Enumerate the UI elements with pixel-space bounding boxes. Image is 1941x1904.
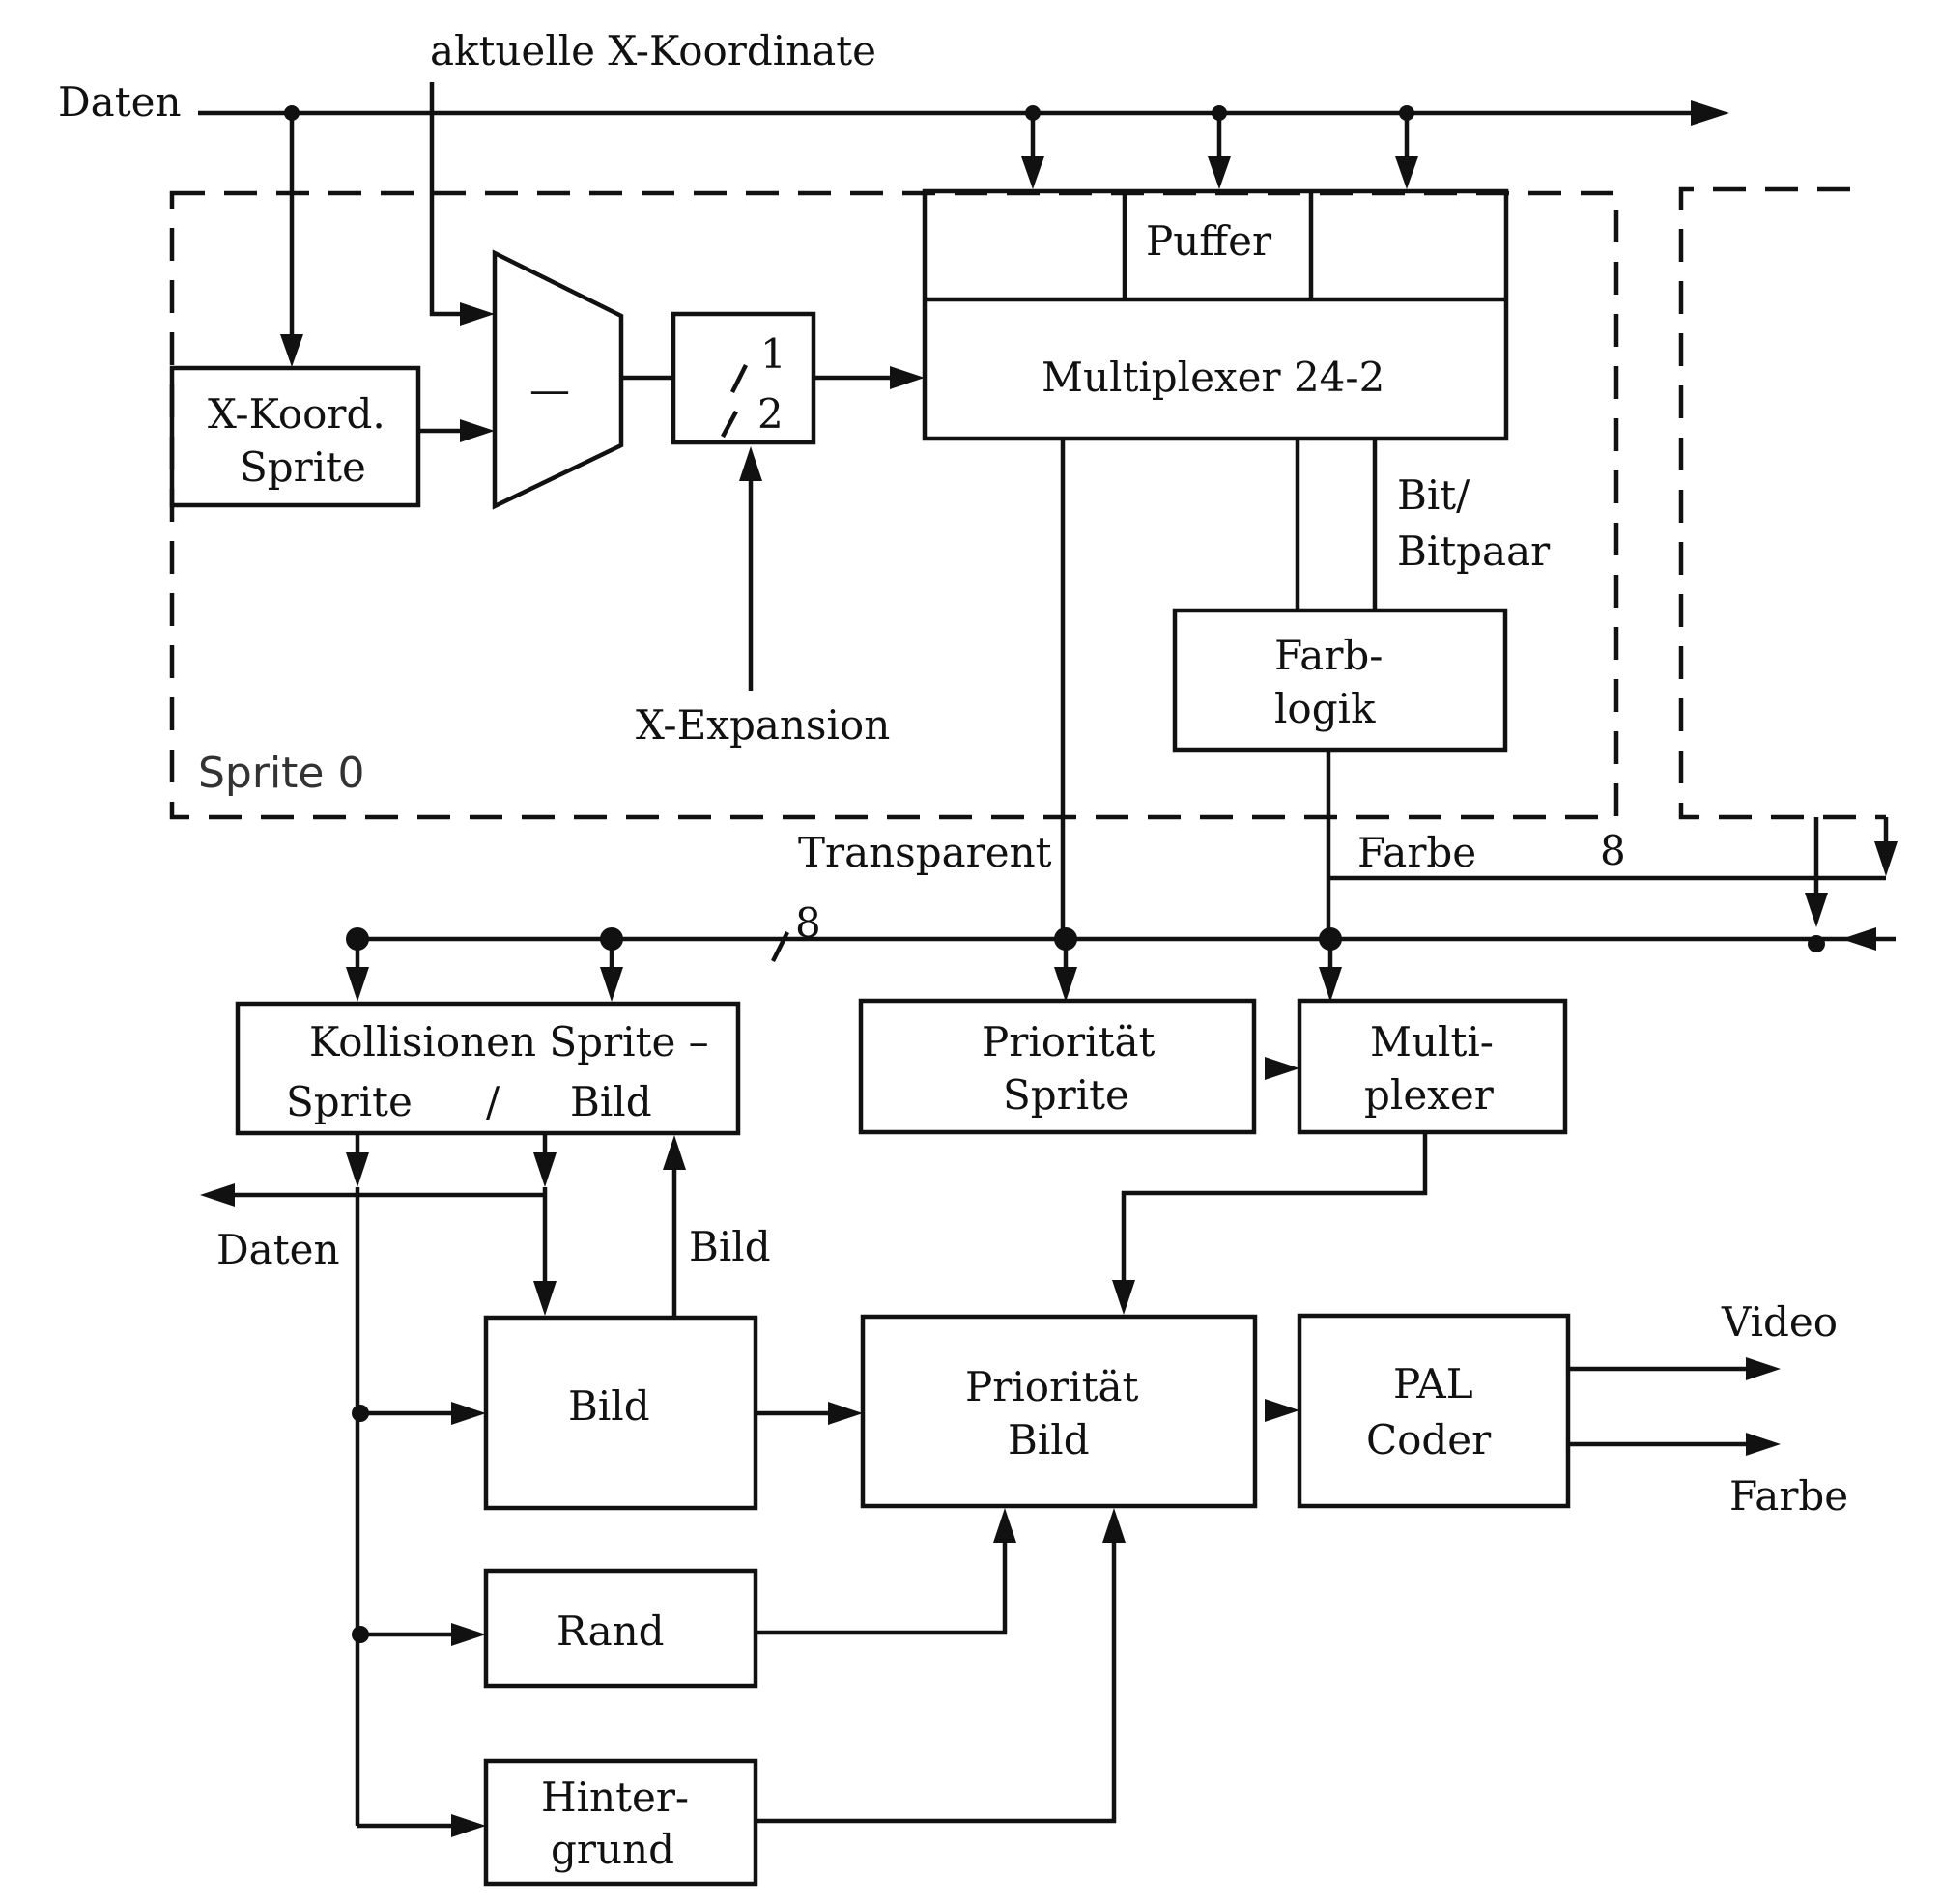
divider-slash <box>729 363 749 394</box>
kollisionen-label: Sprite <box>286 1078 413 1125</box>
pal-coder-label: PAL <box>1393 1360 1473 1407</box>
bus-width-label: 8 <box>795 899 821 947</box>
arrowhead <box>1746 1357 1781 1380</box>
sprite1-region <box>1678 186 1886 820</box>
arrowhead <box>1208 156 1231 189</box>
arrowhead <box>460 419 495 442</box>
pal-coder-label: Coder <box>1366 1416 1492 1464</box>
arrowhead <box>1054 967 1077 1002</box>
farbe-output-label: Farbe <box>1729 1472 1848 1520</box>
prioritaet-bild-label: Bild <box>1008 1416 1090 1464</box>
arrowhead <box>1395 156 1418 189</box>
multiplexer-label: Multi- <box>1370 1018 1494 1066</box>
arrowhead <box>1021 156 1044 189</box>
hintergrund-label: Hinter- <box>541 1774 689 1821</box>
rand-label: Rand <box>557 1607 665 1655</box>
prioritaet-bild-box <box>860 1314 1258 1509</box>
multiplexer-24-2-block <box>922 188 1509 441</box>
bus-width-slash <box>770 930 790 963</box>
subtractor-block <box>492 249 624 510</box>
divider-label-1: 1 <box>760 330 786 378</box>
rand-box <box>483 1568 758 1689</box>
kollisionen-label: / <box>486 1078 500 1125</box>
subtractor-label: — <box>529 366 570 413</box>
connector-line <box>1121 1132 1428 1285</box>
bit-label: Bit/ <box>1397 471 1470 519</box>
arrowhead <box>533 1281 557 1316</box>
arrowhead <box>460 302 495 326</box>
daten-output-label: Daten <box>216 1226 340 1273</box>
arrowhead <box>200 1183 235 1207</box>
arrowhead <box>346 1152 369 1187</box>
aktuelle-x-label: aktuelle X-Koordinate <box>430 27 876 74</box>
divider-label-2: 2 <box>757 390 784 438</box>
kollisionen-label: Bild <box>570 1078 652 1125</box>
arrowhead <box>1265 1057 1299 1080</box>
daten-input-label: Daten <box>58 78 182 126</box>
video-label: Video <box>1721 1298 1838 1346</box>
farblogik-label: logik <box>1274 685 1376 732</box>
prioritaet-bild-label: Priorität <box>965 1363 1138 1410</box>
arrowhead <box>533 1152 557 1187</box>
kollisionen-box <box>235 1001 741 1136</box>
kollisionen-label: Kollisionen Sprite – <box>309 1018 709 1066</box>
connector-line <box>429 82 469 317</box>
arrowhead <box>600 967 623 1002</box>
arrowhead <box>1102 1508 1126 1543</box>
prioritaet-sprite-box <box>858 998 1257 1135</box>
divider-slash <box>721 410 738 439</box>
arrowhead <box>451 1402 486 1425</box>
arrowhead <box>1841 927 1876 951</box>
arrowhead <box>451 1814 486 1837</box>
multiplexer-label: plexer <box>1364 1071 1495 1119</box>
bild-feedback-label: Bild <box>689 1223 771 1270</box>
prioritaet-sprite-label: Sprite <box>1003 1071 1129 1119</box>
multiplexer-box <box>1297 998 1568 1135</box>
arrowhead <box>1746 1433 1781 1456</box>
x-koord-label: X-Koord. <box>208 390 385 438</box>
transparent-label: Transparent <box>798 829 1052 876</box>
bus-width-label: 8 <box>1600 827 1626 874</box>
farbe-bus-label: Farbe <box>1357 829 1476 876</box>
arrowhead <box>346 967 369 1002</box>
arrowhead <box>1805 893 1828 927</box>
arrowhead <box>663 1135 686 1170</box>
connector-line <box>756 1538 1008 1635</box>
farblogik-label: Farb- <box>1274 632 1384 679</box>
divider-box <box>671 311 816 445</box>
arrowhead <box>890 366 925 389</box>
arrowhead <box>1265 1399 1299 1422</box>
multiplexer-24-2-label: Multiplexer 24-2 <box>1042 354 1384 401</box>
arrowhead <box>993 1508 1016 1543</box>
arrowhead <box>451 1623 486 1646</box>
arrowhead <box>1874 841 1898 876</box>
x-koord-label: Sprite <box>240 443 366 491</box>
x-expansion-label: X-Expansion <box>636 701 890 749</box>
arrowhead <box>1112 1280 1135 1315</box>
farblogik-box <box>1172 608 1508 753</box>
arrowhead <box>739 446 762 481</box>
prioritaet-sprite-label: Priorität <box>982 1018 1155 1066</box>
connector-line <box>756 1538 1117 1824</box>
arrowhead <box>828 1402 863 1425</box>
x-koord-sprite-box <box>169 365 421 508</box>
sprite0-label: Sprite 0 <box>198 749 364 798</box>
arrowhead <box>280 334 303 367</box>
pal-coder-box <box>1297 1313 1571 1509</box>
bit-label: Bitpaar <box>1397 527 1551 575</box>
arrowhead <box>1319 967 1342 1002</box>
bild-label: Bild <box>568 1382 650 1430</box>
puffer-label: Puffer <box>1146 217 1272 265</box>
data-bus-arrowhead <box>1691 100 1729 126</box>
bus-junction-dot <box>1808 935 1825 952</box>
hintergrund-label: grund <box>551 1826 674 1873</box>
